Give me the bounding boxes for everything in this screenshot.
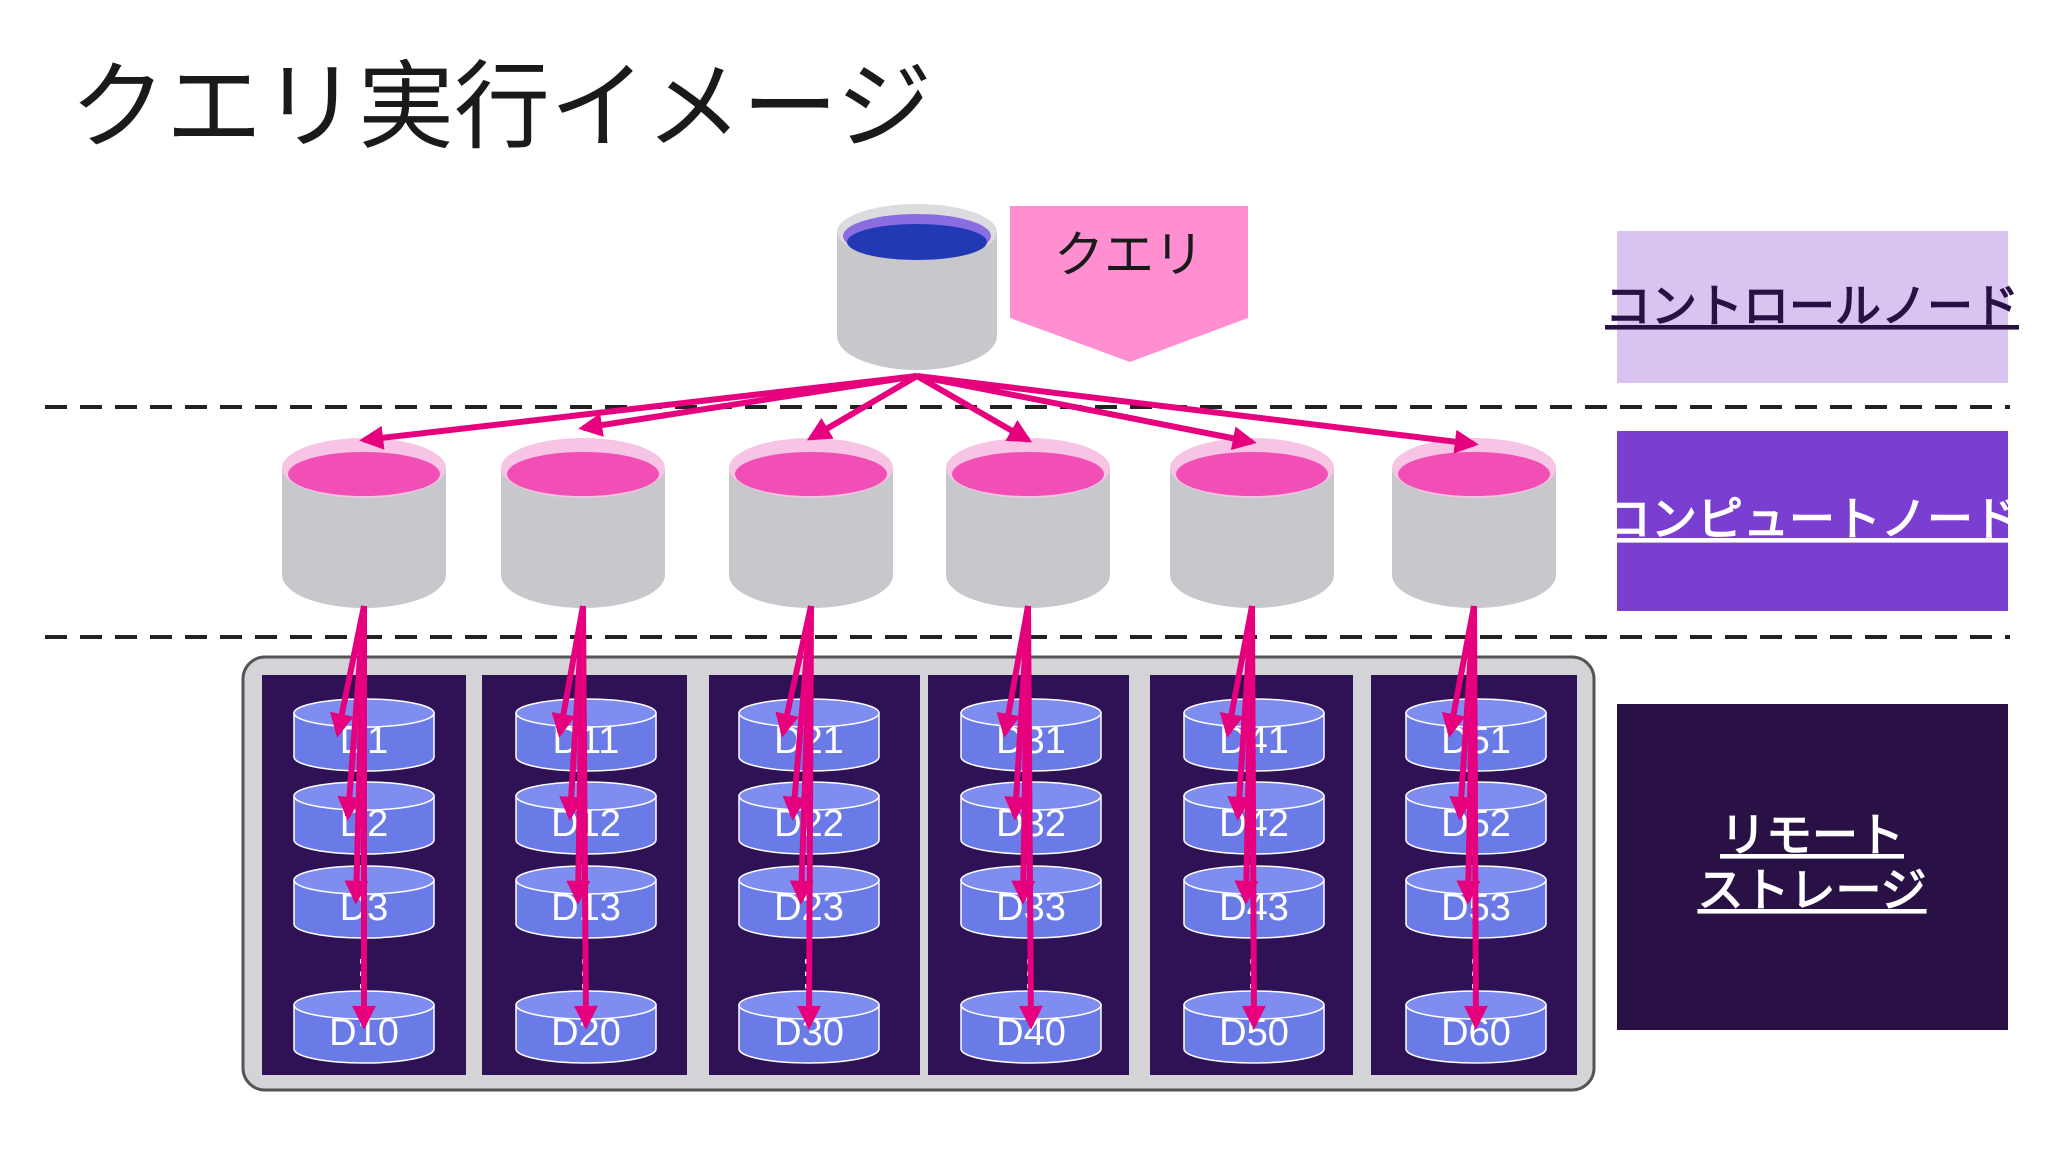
storage-read-arrow xyxy=(1241,605,1266,1030)
legend-remote-storage-line1: リモート xyxy=(1720,808,1904,862)
legend-control-node-label: コントロールノード xyxy=(1605,279,2019,333)
compute-node xyxy=(729,438,893,608)
storage-read-arrow xyxy=(1018,605,1043,1030)
storage-disk: D10 xyxy=(293,990,435,1064)
control-node xyxy=(837,204,997,370)
storage-read-arrow xyxy=(797,605,822,1030)
compute-node xyxy=(946,438,1110,608)
legend-remote-storage: リモート ストレージ xyxy=(1617,704,2008,1030)
query-dispatch-arrow xyxy=(916,373,1257,451)
compute-node xyxy=(1392,438,1556,608)
legend-control-node: コントロールノード xyxy=(1605,231,2019,383)
query-dispatch-arrow xyxy=(578,373,918,437)
compute-node xyxy=(501,438,665,608)
query-dispatch-arrow xyxy=(916,373,1479,454)
query-box: クエリ xyxy=(1010,206,1248,362)
query-label: クエリ xyxy=(1054,226,1204,284)
legend-compute-node: コンピュートノード xyxy=(1605,431,2019,611)
storage-disk: D1 xyxy=(293,698,435,772)
query-dispatch-arrow xyxy=(359,373,918,450)
storage-disk: D20 xyxy=(515,990,657,1064)
storage-disk: D33 xyxy=(960,865,1102,939)
query-dispatch-arrow xyxy=(915,373,1033,443)
page-title: クエリ実行イメージ xyxy=(70,51,932,163)
query-dispatch-arrow xyxy=(806,373,919,441)
legend-compute-node-label: コンピュートノード xyxy=(1605,492,2019,546)
compute-node xyxy=(282,438,446,608)
storage-read-arrow xyxy=(573,605,598,1030)
storage-read-arrow xyxy=(1463,605,1488,1030)
storage-column: D21D22D23D30⋮ xyxy=(709,675,920,1075)
compute-node xyxy=(1170,438,1334,608)
legend-remote-storage-line2: ストレージ xyxy=(1697,863,1926,917)
